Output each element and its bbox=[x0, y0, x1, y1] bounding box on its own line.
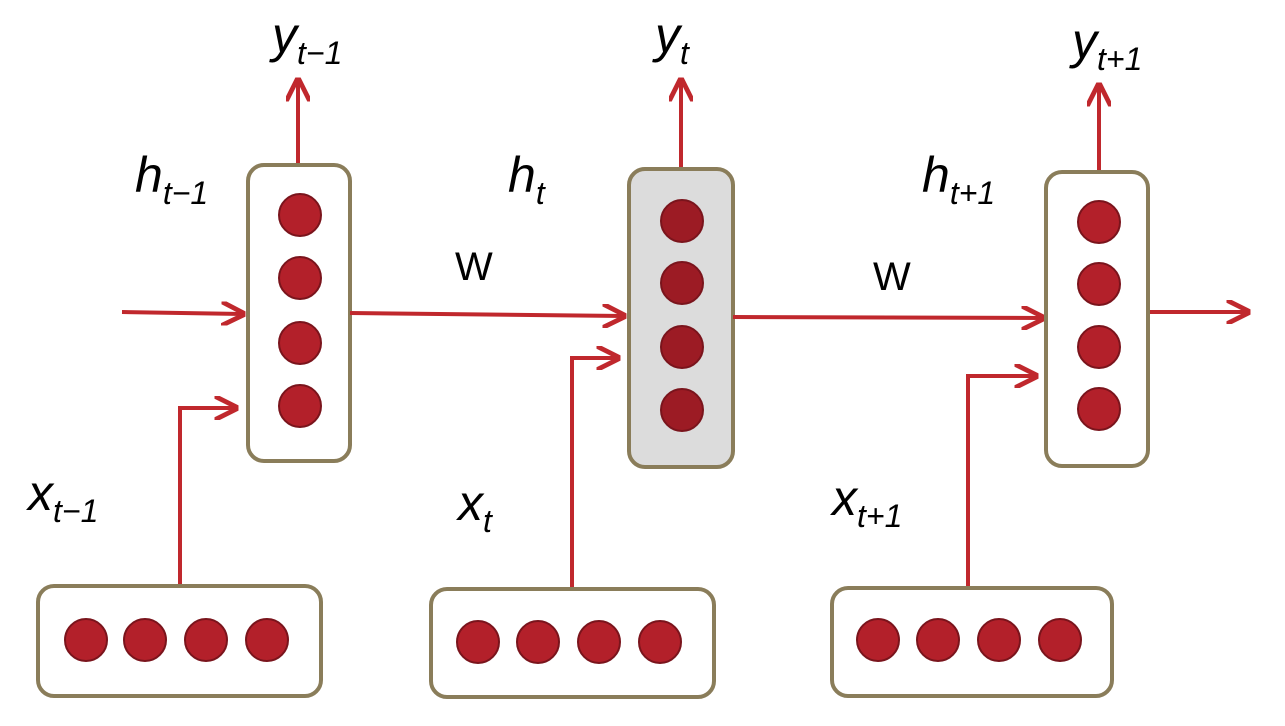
weight-label-2: W bbox=[873, 255, 911, 299]
hidden-neuron bbox=[1077, 200, 1121, 244]
output-label-t: yt bbox=[652, 7, 690, 71]
timestep-t: yt ht xt bbox=[429, 7, 735, 699]
hidden-label-t-minus-1: ht−1 bbox=[135, 147, 208, 211]
input-neuron bbox=[245, 618, 289, 662]
hidden-label-t-plus-1: ht+1 bbox=[922, 147, 995, 211]
input-label-t-minus-1: xt−1 bbox=[26, 465, 98, 529]
input-arrow-t-minus-1 bbox=[178, 408, 236, 585]
input-neuron bbox=[456, 620, 500, 664]
recurrent-arrow-t-minus-1-to-t bbox=[349, 313, 624, 316]
input-arrow-t bbox=[570, 358, 618, 588]
input-neuron bbox=[577, 620, 621, 664]
hidden-neuron bbox=[1077, 387, 1121, 431]
input-arrow-t-plus-1 bbox=[966, 376, 1036, 588]
hidden-layer-box-t-plus-1 bbox=[1044, 170, 1150, 468]
input-layer-box-t-minus-1 bbox=[36, 584, 323, 698]
input-label-t: xt bbox=[456, 475, 493, 539]
input-layer-box-t-plus-1 bbox=[830, 586, 1114, 698]
hidden-neuron bbox=[660, 388, 704, 432]
input-neuron bbox=[1038, 618, 1082, 662]
input-neuron bbox=[977, 618, 1021, 662]
hidden-neuron bbox=[660, 199, 704, 243]
hidden-neuron bbox=[278, 256, 322, 300]
incoming-recurrent-arrow bbox=[121, 312, 243, 314]
hidden-neuron bbox=[660, 261, 704, 305]
input-neuron bbox=[856, 618, 900, 662]
input-neuron bbox=[184, 618, 228, 662]
timestep-t-minus-1: yt−1 ht−1 xt−1 bbox=[26, 7, 352, 698]
hidden-neuron bbox=[1077, 325, 1121, 369]
input-neuron bbox=[64, 618, 108, 662]
input-layer-box-t bbox=[429, 587, 716, 699]
input-neuron bbox=[516, 620, 560, 664]
recurrent-arrow-t-to-t-plus-1 bbox=[732, 317, 1043, 318]
input-label-t-plus-1: xt+1 bbox=[830, 470, 902, 534]
hidden-neuron bbox=[278, 193, 322, 237]
hidden-neuron bbox=[1077, 262, 1121, 306]
timestep-t-plus-1: yt+1 ht+1 xt+1 bbox=[830, 13, 1248, 698]
hidden-neuron bbox=[278, 384, 322, 428]
input-neuron bbox=[916, 618, 960, 662]
hidden-neuron bbox=[278, 321, 322, 365]
weight-label-1: W bbox=[455, 245, 493, 289]
input-neuron bbox=[123, 618, 167, 662]
hidden-label-t: ht bbox=[508, 147, 546, 211]
hidden-neuron bbox=[660, 325, 704, 369]
output-label-t-plus-1: yt+1 bbox=[1069, 13, 1142, 77]
input-neuron bbox=[638, 620, 682, 664]
output-label-t-minus-1: yt−1 bbox=[269, 7, 342, 71]
